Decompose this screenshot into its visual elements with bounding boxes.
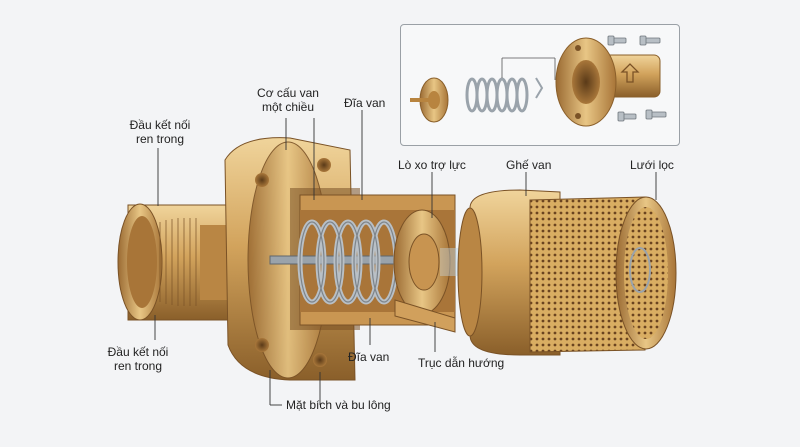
inset-clip: [535, 77, 544, 99]
label-flange-bolts: Mặt bích và bu lông: [286, 398, 391, 412]
label-valve-disc-bottom: Đĩa van: [348, 350, 390, 364]
leader-lines: [154, 110, 657, 406]
label-valve-disc-top: Đĩa van: [344, 96, 386, 110]
label-guide-shaft: Trục dẫn hướng: [418, 356, 505, 370]
inset-body: [555, 37, 661, 127]
strainer-mesh: [529, 196, 677, 353]
label-valve-seat: Ghế van: [506, 158, 552, 172]
label-female-thread-top: Đầu kết nối ren trong: [129, 118, 191, 146]
label-female-thread-bottom: Đầu kết nối ren trong: [107, 345, 169, 373]
label-check-mechanism: Cơ cấu van một chiều: [257, 86, 319, 114]
inset-leaders: [501, 57, 556, 80]
inset-bolts: [607, 35, 667, 122]
label-assist-spring: Lò xo trợ lực: [398, 158, 466, 172]
label-strainer: Lưới lọc: [630, 158, 674, 172]
valve-disc: [393, 209, 456, 333]
inset-disc: [410, 77, 449, 123]
inset-spring: [465, 77, 529, 113]
